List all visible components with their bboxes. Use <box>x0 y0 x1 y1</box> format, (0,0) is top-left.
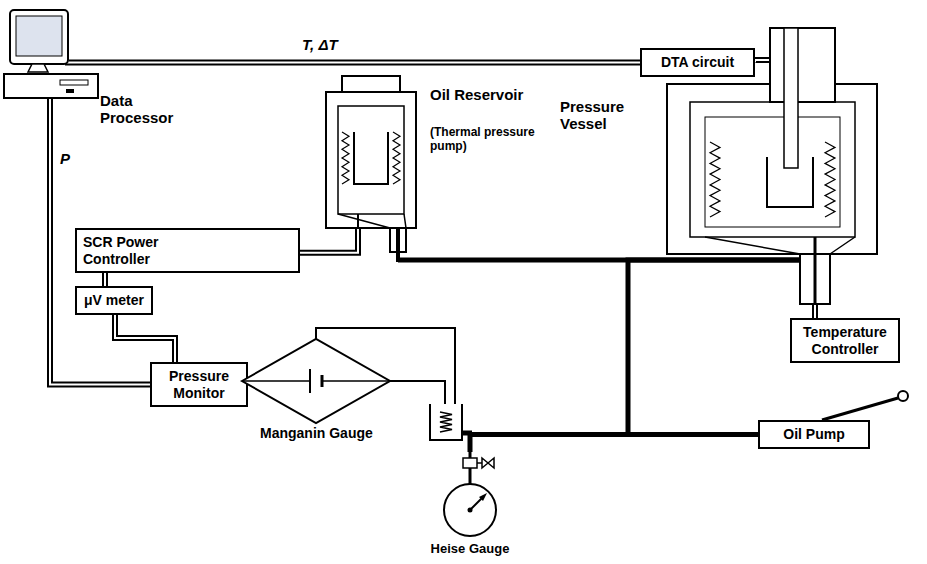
heise-gauge: Heise Gauge <box>420 452 520 560</box>
pressure-vessel <box>555 22 885 304</box>
drawing-polyline <box>710 142 720 217</box>
box-label: Pressure Monitor <box>159 368 239 400</box>
drawing-rect <box>667 84 877 254</box>
pump-lever <box>822 398 898 420</box>
lever-knob <box>898 391 908 401</box>
oil-pipe <box>628 260 800 435</box>
drawing-polygon <box>479 493 487 501</box>
drawing-polyline <box>393 132 400 184</box>
connector-line <box>814 304 816 318</box>
box-label: SCR Power Controller <box>83 234 193 266</box>
drawing-line <box>309 369 311 393</box>
pump-box: Oil Pump <box>758 420 870 449</box>
connector-line <box>470 435 758 453</box>
connector-line <box>115 315 175 362</box>
drawing-circle <box>468 508 473 513</box>
drawing-polyline <box>342 132 349 184</box>
drawing-path <box>477 458 494 468</box>
connector-line <box>104 273 106 286</box>
oil-pipe <box>470 435 758 453</box>
drawing-rect <box>10 10 68 64</box>
signal-cable <box>105 273 106 286</box>
controller-box: SCR Power Controller <box>75 228 300 273</box>
signal-cable <box>755 60 770 63</box>
connector-line <box>755 60 770 63</box>
box-label: μV meter <box>84 292 144 308</box>
drawing-polygon <box>242 339 390 423</box>
oil-reservoir: Oil Reservoir(Thermal pressure pump) <box>318 72 533 264</box>
drawing-line <box>814 237 817 304</box>
drawing-rect <box>705 117 840 227</box>
circuit-box: DTA circuit <box>640 48 755 77</box>
drawing-line <box>357 214 359 228</box>
node-label: Pressure Vessel <box>560 98 635 133</box>
box-label: DTA circuit <box>661 54 734 70</box>
drawing-rect <box>784 28 798 168</box>
connector-line <box>628 260 800 435</box>
drawing-rect <box>4 74 98 98</box>
drawing-path <box>28 64 48 72</box>
connector-line <box>68 60 640 63</box>
connector-line <box>755 60 770 63</box>
connector-line <box>102 273 108 286</box>
drawing-rect <box>16 16 62 56</box>
drawing-rect <box>338 106 404 214</box>
gauge-wire <box>390 381 445 408</box>
drawing-rect <box>60 80 88 85</box>
drawing-circle <box>444 484 496 536</box>
signal-cable <box>300 228 358 253</box>
manganin-coil <box>440 412 452 432</box>
drawing-path <box>705 237 855 254</box>
connector-line <box>300 228 358 253</box>
signal-cable <box>68 60 640 63</box>
node-label: Manganin Gauge <box>260 425 397 441</box>
drawing-path <box>354 132 388 184</box>
computer-icon: Data Processor <box>4 8 169 133</box>
drawing-path <box>338 214 406 228</box>
pressure-vessel: Pressure Vessel <box>555 22 885 304</box>
signal-label: T, ΔT <box>300 36 340 53</box>
manganin-cell <box>430 404 462 440</box>
meter-box: μV meter <box>75 286 153 315</box>
drawing-rect <box>342 76 400 92</box>
box-label: Oil Pump <box>783 426 844 442</box>
drawing-rect <box>463 458 477 468</box>
node-label: Data Processor <box>100 92 168 127</box>
drawing-path <box>242 380 390 382</box>
node-label: Oil Reservoir <box>430 86 525 103</box>
drawing-line <box>321 375 324 387</box>
connector-line <box>115 315 175 362</box>
signal-cable <box>115 315 175 362</box>
drawing-rect <box>66 89 74 93</box>
monitor-box: Pressure Monitor <box>150 362 248 407</box>
drawing-polyline <box>825 142 835 217</box>
drawing-rect <box>770 28 835 102</box>
connector-line <box>812 304 818 318</box>
drawing-line <box>396 228 400 262</box>
manganin-gauge: Manganin Gauge <box>242 337 397 443</box>
node-label: Heise Gauge <box>420 542 520 557</box>
drawing-rect <box>690 102 855 237</box>
node-label: (Thermal pressure pump) <box>430 126 542 154</box>
connector-line <box>68 60 640 63</box>
signal-cable <box>815 304 816 318</box>
connector-line <box>300 228 358 253</box>
box-label: Temperature Controller <box>799 324 891 356</box>
controller-box: Temperature Controller <box>790 318 900 363</box>
signal-label: P <box>58 150 72 167</box>
drawing-rect <box>326 92 416 228</box>
